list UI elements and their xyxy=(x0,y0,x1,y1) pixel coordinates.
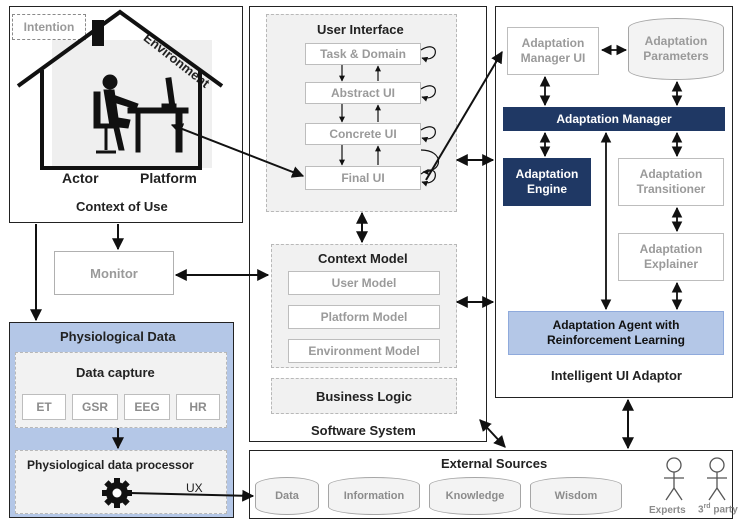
adaptation-manager-ui: Adaptation Manager UI xyxy=(507,27,599,75)
sensor-eeg: EEG xyxy=(124,394,170,420)
context-of-use-title: Context of Use xyxy=(76,199,168,214)
ui-level-concrete-label: Concrete UI xyxy=(329,127,397,141)
ui-level-abstract-label: Abstract UI xyxy=(330,86,395,100)
adaptation-transitioner-label: Adaptation Transitioner xyxy=(636,167,706,196)
monitor-box: Monitor xyxy=(54,251,174,295)
store-information-label: Information xyxy=(343,490,405,502)
intelligent-ui-adaptor-title: Intelligent UI Adaptor xyxy=(551,368,682,383)
business-logic-box: Business Logic xyxy=(271,378,457,414)
store-wisdom: Wisdom xyxy=(530,477,622,515)
adaptation-explainer-label: Adaptation Explainer xyxy=(639,242,703,271)
physiological-data-title: Physiological Data xyxy=(60,329,176,344)
store-wisdom-label: Wisdom xyxy=(554,490,598,502)
platform-model-label: Platform Model xyxy=(320,310,408,324)
ux-label: UX xyxy=(186,481,203,495)
store-data: Data xyxy=(255,477,319,515)
adaptation-manager-label: Adaptation Manager xyxy=(556,112,672,126)
adaptation-parameters-label: Adaptation Parameters xyxy=(643,34,709,63)
environment-model: Environment Model xyxy=(288,339,440,363)
adaptation-agent: Adaptation Agent with Reinforcement Lear… xyxy=(508,311,724,355)
user-model: User Model xyxy=(288,271,440,295)
store-information: Information xyxy=(328,477,420,515)
ui-level-task-domain: Task & Domain xyxy=(305,43,421,65)
intention-label: Intention xyxy=(23,20,75,34)
user-model-label: User Model xyxy=(331,276,397,290)
ui-level-task-domain-label: Task & Domain xyxy=(320,47,406,61)
ui-level-abstract: Abstract UI xyxy=(305,82,421,104)
experts-label: Experts xyxy=(649,505,686,516)
sensor-et: ET xyxy=(22,394,66,420)
platform-label: Platform xyxy=(140,170,197,186)
software-system-title: Software System xyxy=(311,423,416,438)
third-party-label: 3rd party xyxy=(698,503,738,515)
platform-model: Platform Model xyxy=(288,305,440,329)
adaptation-engine: Adaptation Engine xyxy=(503,158,591,206)
third-party-number: 3 xyxy=(698,504,704,516)
monitor-label: Monitor xyxy=(90,265,138,281)
ui-level-final-label: Final UI xyxy=(341,171,385,185)
third-party-rest: party xyxy=(710,504,738,516)
sensor-eeg-label: EEG xyxy=(134,400,160,414)
external-sources-title: External Sources xyxy=(441,456,548,471)
adaptation-manager-ui-label: Adaptation Manager UI xyxy=(520,36,586,65)
processor-title: Physiological data processor xyxy=(27,458,194,472)
context-model-title: Context Model xyxy=(318,251,408,266)
adaptation-transitioner: Adaptation Transitioner xyxy=(618,158,724,206)
business-logic-label: Business Logic xyxy=(315,388,413,404)
actor-label: Actor xyxy=(62,170,99,186)
ui-level-concrete: Concrete UI xyxy=(305,123,421,145)
third-party-sup: rd xyxy=(703,503,711,510)
sensor-hr: HR xyxy=(176,394,220,420)
sensor-et-label: ET xyxy=(36,400,52,414)
store-knowledge-label: Knowledge xyxy=(445,490,505,502)
sensor-gsr-label: GSR xyxy=(81,400,108,414)
ui-level-final: Final UI xyxy=(305,166,421,190)
store-data-label: Data xyxy=(275,490,299,502)
store-knowledge: Knowledge xyxy=(429,477,521,515)
environment-model-label: Environment Model xyxy=(308,344,420,358)
adaptation-engine-label: Adaptation Engine xyxy=(515,167,579,196)
data-capture-title: Data capture xyxy=(76,365,155,380)
adaptation-agent-label: Adaptation Agent with Reinforcement Lear… xyxy=(546,318,686,347)
adaptation-manager: Adaptation Manager xyxy=(503,107,725,131)
user-interface-title: User Interface xyxy=(317,22,404,37)
intention-box: Intention xyxy=(12,14,86,40)
adaptation-parameters: Adaptation Parameters xyxy=(628,18,724,80)
sensor-gsr: GSR xyxy=(72,394,118,420)
sensor-hr-label: HR xyxy=(189,400,207,414)
adaptation-explainer: Adaptation Explainer xyxy=(618,233,724,281)
